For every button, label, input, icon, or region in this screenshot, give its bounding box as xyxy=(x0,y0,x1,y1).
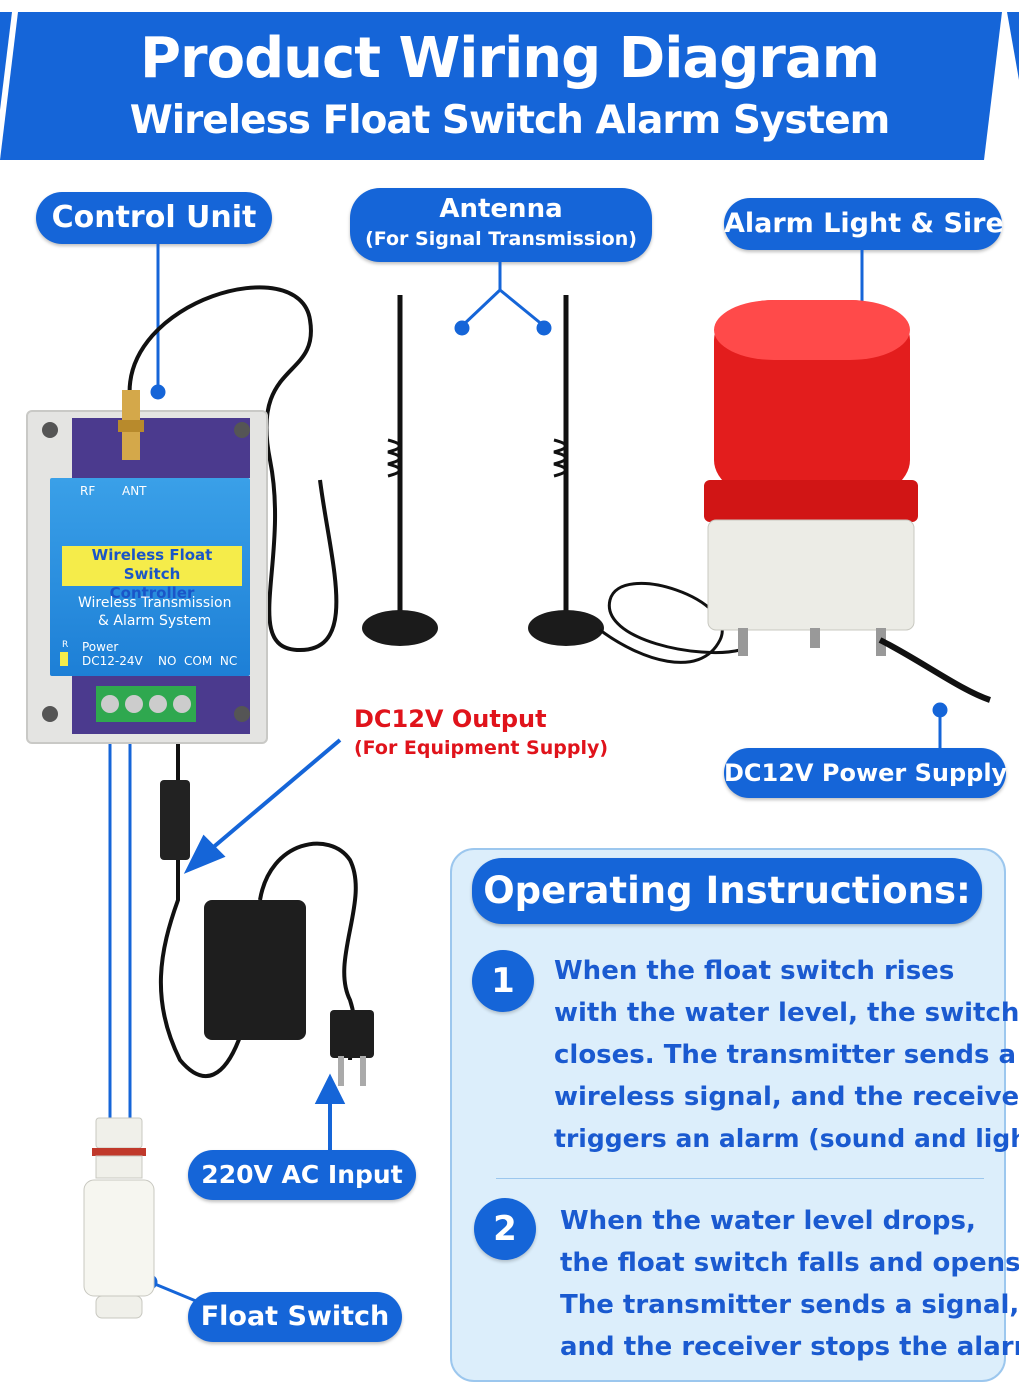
controller-r-text: R xyxy=(62,640,69,650)
antenna-left xyxy=(362,295,438,646)
alarm-light xyxy=(704,300,918,656)
controller-name-line2: Controller xyxy=(109,584,195,602)
controller-power-text: Power xyxy=(82,640,119,654)
step-2-line: the float switch falls and opens. xyxy=(560,1248,1019,1278)
controller-led xyxy=(60,652,68,666)
step-1-text: When the float switch rises with the wat… xyxy=(554,950,1019,1160)
antenna-right xyxy=(528,295,604,646)
dc-output-sublabel: (For Equipment Supply) xyxy=(354,737,609,759)
controller-board xyxy=(72,418,250,478)
step-1-line: wireless signal, and the receiver xyxy=(554,1082,1019,1112)
power-adapter xyxy=(204,900,306,1040)
controller-voltage-text: DC12-24V xyxy=(82,654,143,668)
antenna-coil-cable xyxy=(599,582,741,664)
step-2-line: The transmitter sends a signal, xyxy=(560,1290,1019,1320)
step-1-line: closes. The transmitter sends a xyxy=(554,1040,1017,1070)
arrow-dc-output xyxy=(183,738,342,874)
step-2-line: When the water level drops, xyxy=(560,1206,976,1236)
arrow-ac-input xyxy=(314,1073,346,1158)
step-number-1: 1 xyxy=(472,950,534,1012)
float-switch-body xyxy=(83,1117,155,1319)
instructions-divider xyxy=(496,1178,984,1179)
alarm-light-label: Alarm Light & Siren xyxy=(724,198,1019,250)
controller-desc-line2: & Alarm System xyxy=(98,613,212,629)
dc-power-supply-label: DC12V Power Supply xyxy=(724,748,1007,798)
terminal-screws xyxy=(96,686,196,722)
float-switch-label: Float Switch xyxy=(188,1292,402,1342)
step-1-line: When the float switch rises xyxy=(554,956,955,986)
ac-input-label: 220V AC Input xyxy=(188,1150,416,1200)
controller-name-panel: Wireless Float Switch Controller xyxy=(62,546,242,602)
antenna-label: Antenna (For Signal Transmission) xyxy=(350,188,652,262)
step-2-text: When the water level drops, the float sw… xyxy=(560,1200,1019,1368)
page-subtitle: Wireless Float Switch Alarm System xyxy=(129,98,891,143)
instructions-title: Operating Instructions: xyxy=(472,858,982,924)
step-number-2: 2 xyxy=(474,1198,536,1260)
controller-terminals-text: NO COM NC xyxy=(158,654,238,668)
controller-desc-line1: Wireless Transmission xyxy=(78,595,232,611)
antenna-label-sub: (For Signal Transmission) xyxy=(365,228,637,250)
mount-hole-icon xyxy=(42,706,58,722)
page-title: Product Wiring Diagram xyxy=(139,26,880,91)
controller-ant-text: ANT xyxy=(122,484,147,498)
alarm-power-cable xyxy=(878,637,991,703)
rf-connector-icon xyxy=(118,390,144,460)
header-banner xyxy=(0,0,1019,165)
controller-name-line1: Wireless Float Switch xyxy=(91,546,213,583)
mount-hole-icon xyxy=(234,422,250,438)
dc-output-label: DC12V Output xyxy=(354,705,547,733)
step-1-line: triggers an alarm (sound and light). xyxy=(554,1124,1019,1153)
step-1-line: with the water level, the switch xyxy=(554,998,1019,1028)
controller-rf-text: RF xyxy=(80,484,96,498)
antenna-cable xyxy=(127,285,339,653)
antenna-label-text: Antenna xyxy=(439,194,563,224)
instructions-panel xyxy=(450,848,1006,1382)
control-unit-label: Control Unit xyxy=(36,192,272,244)
step-2-line: and the receiver stops the alarm. xyxy=(560,1332,1019,1362)
mount-hole-icon xyxy=(234,706,250,722)
mount-hole-icon xyxy=(42,422,58,438)
